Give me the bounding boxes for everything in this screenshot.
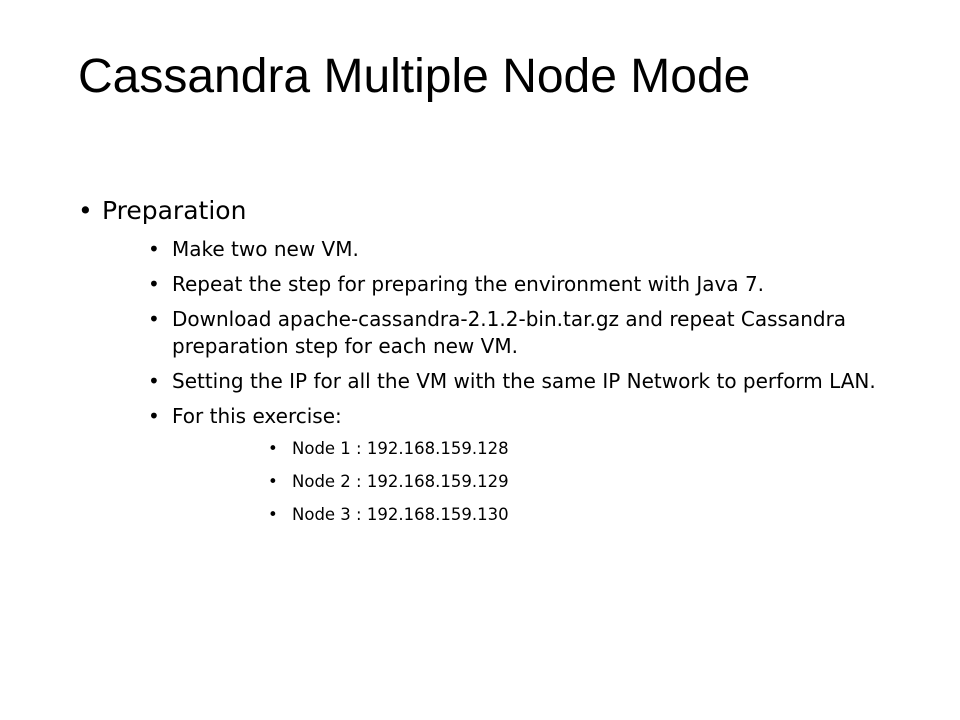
- node-text: Node 2 : 192.168.159.129: [292, 472, 509, 491]
- step-text: Repeat the step for preparing the enviro…: [172, 272, 765, 296]
- bullet-dot: •: [148, 369, 160, 393]
- bullet-dot: •: [78, 196, 93, 225]
- slide-content: • Preparation • Make two new VM. • Repea…: [78, 194, 898, 537]
- step-text: Make two new VM.: [172, 237, 359, 261]
- step-item: • Make two new VM.: [102, 236, 898, 263]
- bullet-list: • Preparation • Make two new VM. • Repea…: [78, 194, 898, 526]
- step-text: For this exercise:: [172, 404, 342, 428]
- bullet-dot: •: [148, 237, 160, 261]
- step-text: Setting the IP for all the VM with the s…: [172, 369, 876, 393]
- bullet-label: Preparation: [102, 196, 247, 225]
- bullet-dot: •: [268, 472, 278, 491]
- bullet-dot: •: [148, 404, 160, 428]
- step-item: • Setting the IP for all the VM with the…: [102, 368, 898, 395]
- bullet-preparation: • Preparation • Make two new VM. • Repea…: [78, 194, 898, 526]
- bullet-dot: •: [268, 439, 278, 458]
- node-text: Node 3 : 192.168.159.130: [292, 505, 509, 524]
- node-item: • Node 3 : 192.168.159.130: [172, 504, 898, 526]
- node-item: • Node 2 : 192.168.159.129: [172, 471, 898, 493]
- step-item: • For this exercise: • Node 1 : 192.168.…: [102, 403, 898, 526]
- node-item: • Node 1 : 192.168.159.128: [172, 438, 898, 460]
- steps-list: • Make two new VM. • Repeat the step for…: [102, 236, 898, 526]
- step-item: • Repeat the step for preparing the envi…: [102, 271, 898, 298]
- step-item: • Download apache-cassandra-2.1.2-bin.ta…: [102, 306, 898, 360]
- slide-title: Cassandra Multiple Node Mode: [78, 50, 751, 103]
- bullet-dot: •: [268, 505, 278, 524]
- bullet-dot: •: [148, 272, 160, 296]
- step-text: Download apache-cassandra-2.1.2-bin.tar.…: [172, 307, 847, 358]
- nodes-list: • Node 1 : 192.168.159.128 • Node 2 : 19…: [172, 438, 898, 526]
- node-text: Node 1 : 192.168.159.128: [292, 439, 509, 458]
- bullet-dot: •: [148, 307, 160, 331]
